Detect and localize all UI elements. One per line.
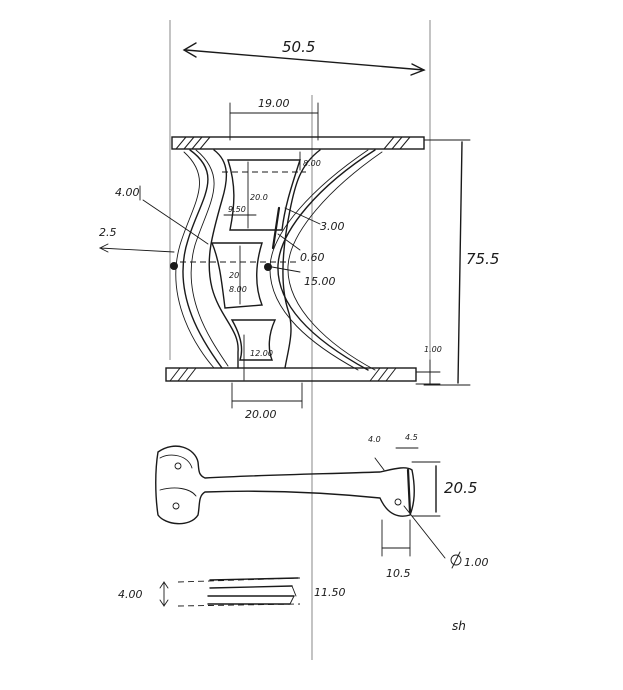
body-left-outer-3 xyxy=(175,151,215,369)
mid-hole-label: 15.00 xyxy=(304,275,336,288)
top-gap-label: 8.00 xyxy=(303,159,321,168)
bottom-plate-hatch-right xyxy=(369,367,397,382)
body-right-outer-3 xyxy=(287,151,383,371)
tab-height-label: 20.5 xyxy=(444,479,477,497)
bottom-width-label: 20.00 xyxy=(245,408,277,421)
overall-width-label: 50.5 xyxy=(282,38,315,56)
section-thickness-arrows xyxy=(159,581,169,607)
upper-window-height-label: 20.0 xyxy=(250,193,268,202)
body-right-outer xyxy=(277,149,376,371)
tab-angle-label: 4.0 xyxy=(368,435,381,444)
rib-wall-label: 0.60 xyxy=(300,251,325,264)
overall-width-arrow-left xyxy=(182,42,197,58)
rib-wall-leader xyxy=(277,233,301,251)
top-view-inner-lines xyxy=(159,454,197,497)
tab-angle-leader xyxy=(374,457,385,471)
foot-height-label: 1.00 xyxy=(424,345,442,354)
hole-diameter-leader xyxy=(403,505,446,559)
rib-width-leader xyxy=(284,207,321,225)
side-offset-dim xyxy=(99,247,175,253)
top-width-label: 19.00 xyxy=(258,97,290,110)
hole-diameter-label: 1.00 xyxy=(464,556,489,569)
side-offset-arrow xyxy=(98,243,109,253)
web-right xyxy=(282,149,321,369)
top-view-hole-right xyxy=(394,498,402,506)
diameter-symbol xyxy=(450,554,462,566)
tab-width-label: 4.5 xyxy=(405,433,418,442)
section-break-marks xyxy=(289,585,297,605)
lower-gap-label: 12.00 xyxy=(250,349,273,358)
top-plate-hatch-right xyxy=(383,136,411,150)
mid-span-label: 20 xyxy=(229,271,239,280)
top-view-outline xyxy=(155,445,415,525)
body-left-outer xyxy=(182,149,223,369)
left-hole-mark xyxy=(170,262,178,270)
left-thickness-label: 4.00 xyxy=(115,186,140,199)
height-dim-line xyxy=(457,141,463,384)
height-label: 75.5 xyxy=(466,250,499,268)
section-thickness-label: 4.00 xyxy=(118,588,143,601)
web-left xyxy=(208,149,239,369)
tab-depth-label: 10.5 xyxy=(386,567,411,580)
top-view-tab-edge xyxy=(406,468,412,514)
section-lines xyxy=(207,577,299,605)
top-plate xyxy=(171,136,425,150)
bottom-plate xyxy=(165,367,417,382)
signature: sh xyxy=(452,619,466,633)
foot-ext-lines xyxy=(415,371,441,385)
bottom-plate-hatch-left xyxy=(169,367,197,382)
diameter-slash xyxy=(451,551,461,569)
body-left-outer-2 xyxy=(190,149,229,367)
middle-window xyxy=(210,242,264,309)
upper-window xyxy=(227,159,301,231)
lower-window xyxy=(230,319,277,361)
upper-window-width-label: 9.50 xyxy=(228,205,246,214)
right-hole-mark xyxy=(264,263,272,271)
top-view-hole-left-bottom xyxy=(172,502,180,510)
rib-thick-line xyxy=(271,206,281,250)
mid-hole-leader xyxy=(271,266,301,273)
rib-width-label: 3.00 xyxy=(320,220,345,233)
section-outline-dashed xyxy=(177,577,301,607)
top-view-hole-left-top xyxy=(174,462,182,470)
overall-width-dim-line xyxy=(185,49,425,71)
left-thickness-leader xyxy=(142,199,209,245)
overall-width-arrow-right xyxy=(410,63,426,76)
section-slot-label: 11.50 xyxy=(314,586,346,599)
side-offset-label: 2.5 xyxy=(99,226,117,239)
top-plate-hatch-left xyxy=(175,136,211,150)
mid-small-label: 8.00 xyxy=(229,285,247,294)
